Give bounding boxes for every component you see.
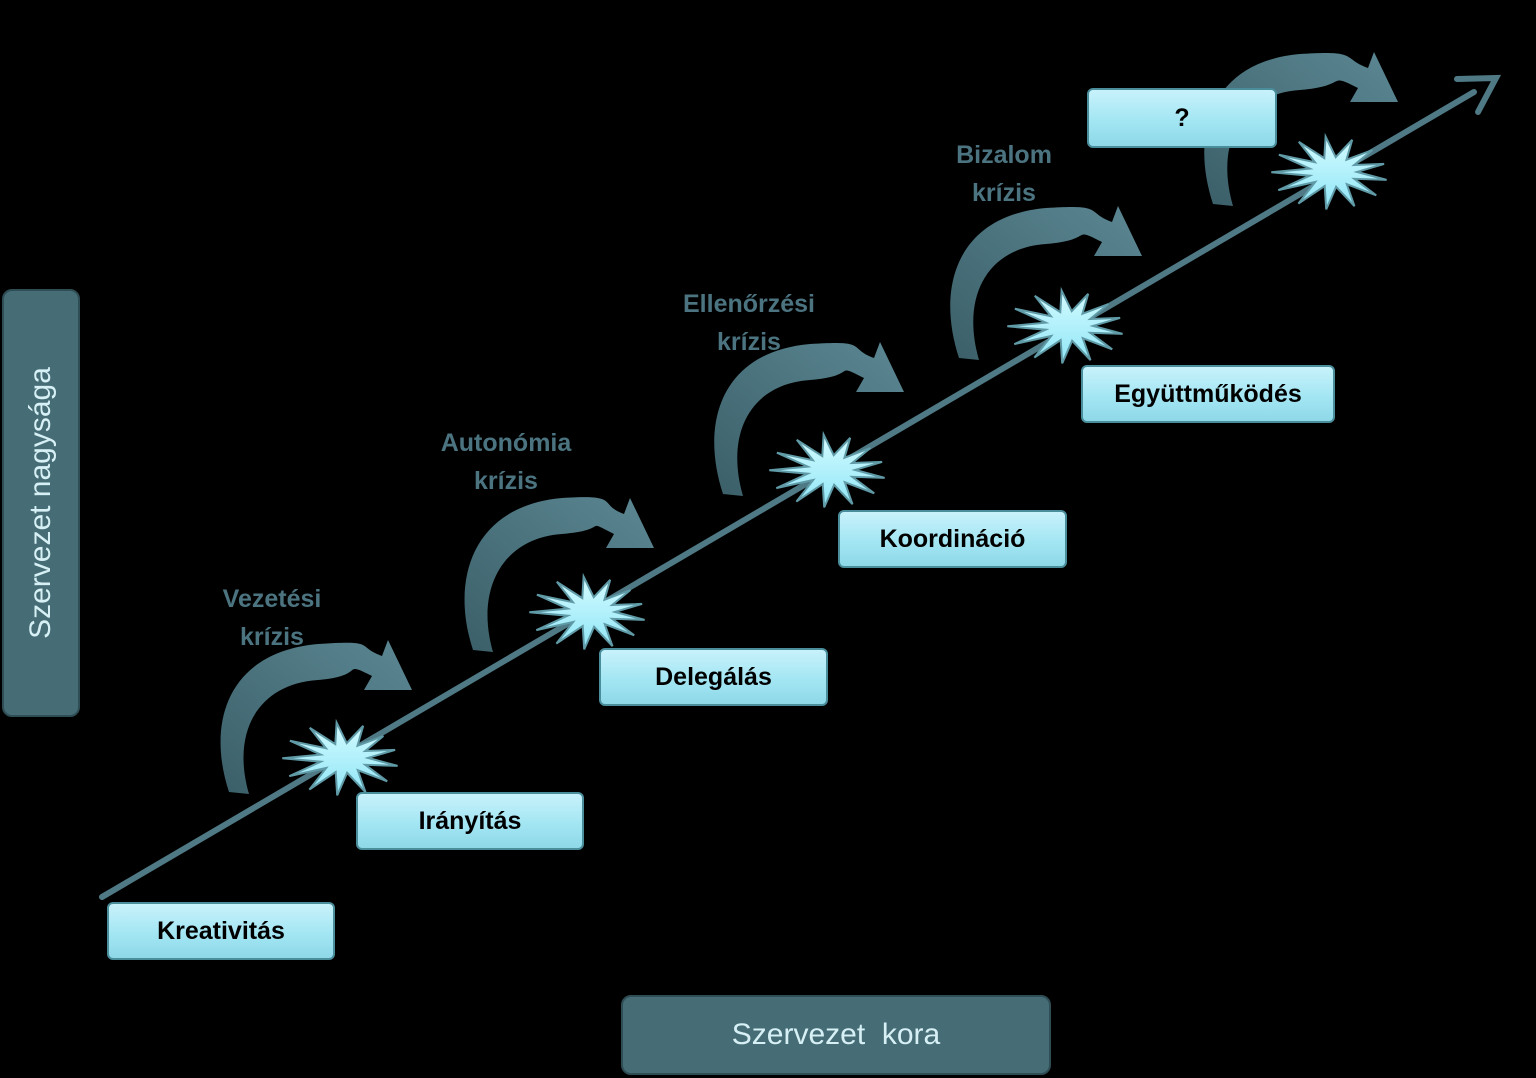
crisis-label-line1: Autonómia (440, 429, 572, 457)
explosion-burst-icon (282, 718, 398, 796)
curved-arrow-icon (714, 342, 904, 496)
stage-kreativitas: Kreativitás (107, 902, 335, 960)
stage-egyuttmukodes: Együttműködés (1081, 365, 1335, 423)
stage-delegalas: Delegálás (599, 648, 828, 706)
curved-arrow-icon (464, 497, 654, 652)
crisis-label-autonomia: Autonómia krízis (441, 424, 572, 500)
crisis-label-line1: Vezetési (222, 585, 322, 613)
stage-koordinacio: Koordináció (838, 510, 1067, 568)
crisis-label-line2: krízis (474, 467, 538, 495)
crisis-label-vezetesi: Vezetési krízis (223, 580, 322, 656)
y-axis-title-box: Szervezet nagysága (2, 289, 80, 717)
stage-unknown: ? (1087, 88, 1277, 148)
explosion-burst-icon (529, 572, 645, 650)
curved-arrow-icon (950, 206, 1142, 360)
stage-iranyitas: Irányítás (356, 792, 584, 850)
crisis-label-line2: krízis (972, 179, 1036, 207)
crisis-label-bizalom: Bizalom krízis (956, 136, 1052, 212)
crisis-label-line2: krízis (717, 328, 781, 356)
explosion-burst-icon (1271, 132, 1387, 210)
crisis-label-ellenorzesi: Ellenőrzési krízis (683, 285, 815, 361)
growth-line (99, 89, 1477, 900)
explosion-burst-icon (769, 430, 885, 508)
y-axis-title: Szervezet nagysága (24, 367, 57, 639)
crisis-label-line1: Ellenőrzési (683, 290, 815, 318)
crisis-label-line2: krízis (240, 623, 304, 651)
explosion-burst-icon (1007, 286, 1123, 364)
growth-arrow (99, 74, 1502, 900)
arrow-up-right-icon (1454, 74, 1502, 115)
crisis-label-line1: Bizalom (956, 141, 1052, 169)
crisis-bursts (282, 132, 1387, 796)
x-axis-title: Szervezet kora (621, 995, 1051, 1075)
curved-arrow-icon (220, 640, 412, 794)
